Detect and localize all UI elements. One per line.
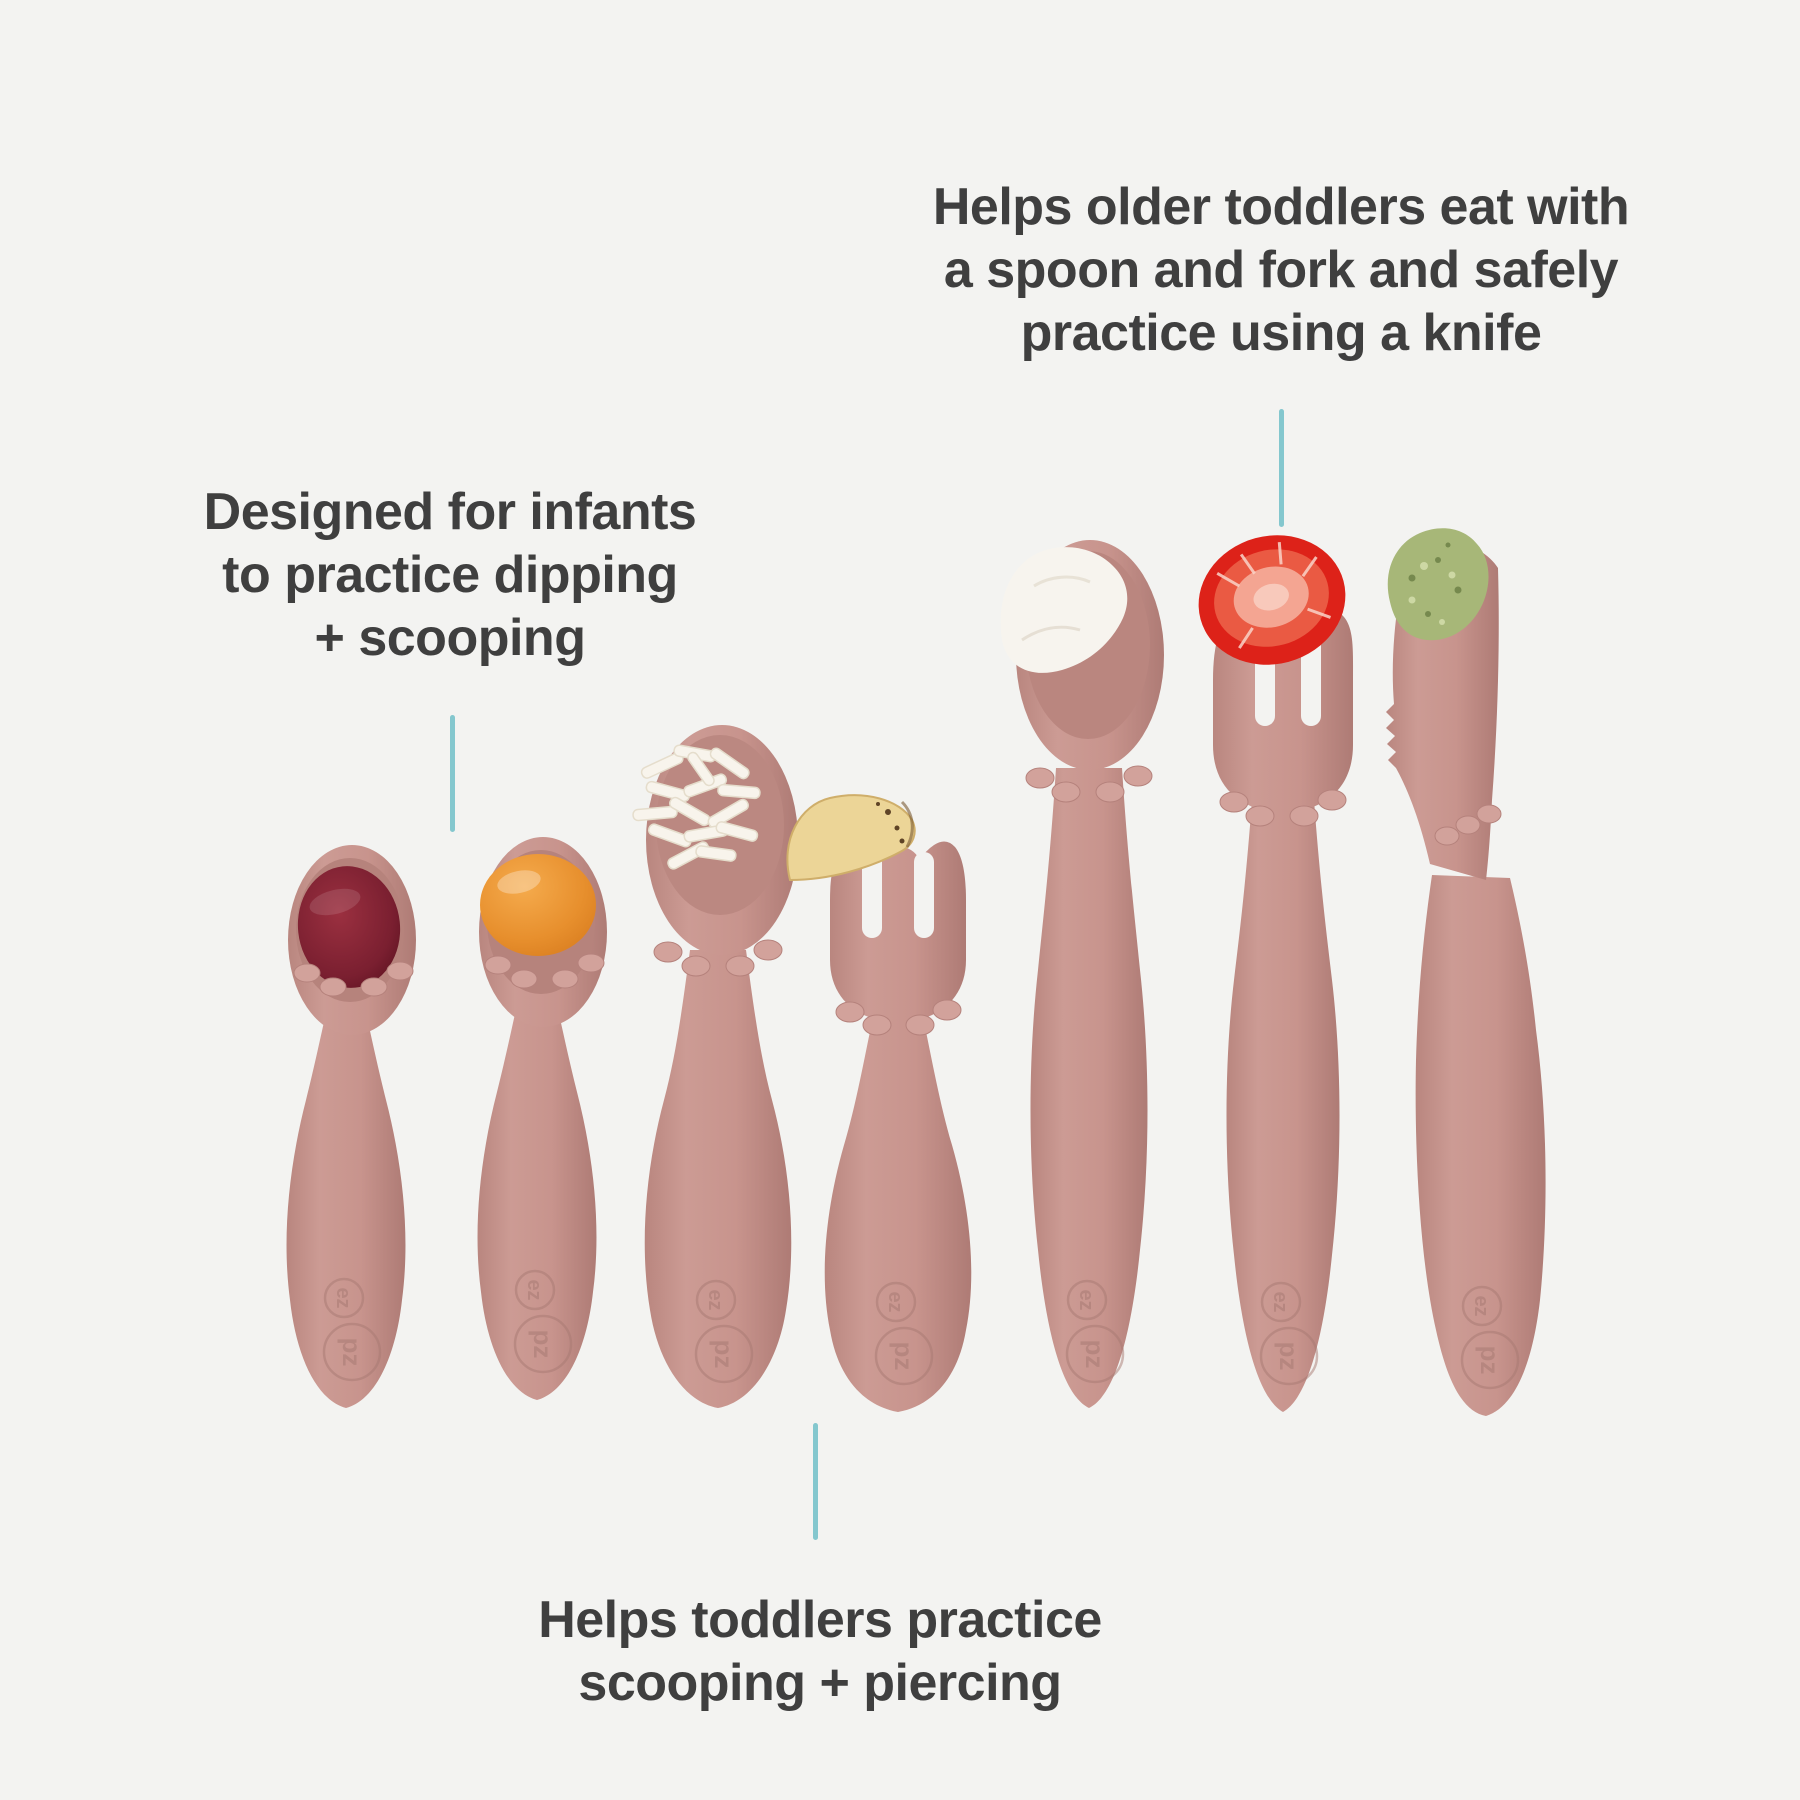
sensory-bumps bbox=[484, 953, 605, 989]
spoon-handle bbox=[286, 995, 406, 1408]
annotation-line: to practice dipping bbox=[222, 546, 678, 604]
orange-gloss bbox=[497, 870, 541, 894]
sensory-bumps bbox=[835, 999, 962, 1036]
annotation-toddler: Helps toddlers practice scooping + pierc… bbox=[538, 1589, 1102, 1715]
ezpz-logo bbox=[322, 1277, 382, 1382]
annotation-line: a spoon and fork and safely bbox=[943, 241, 1619, 299]
utensil-mini-spoon: ez pz bbox=[632, 725, 798, 1408]
knife-handle bbox=[1415, 875, 1546, 1416]
ezpz-logo-text: ez pz bbox=[1269, 1291, 1304, 1370]
ezpz-logo bbox=[513, 1269, 573, 1374]
svg-text:pz: pz bbox=[528, 1330, 558, 1359]
food-orange-puree bbox=[480, 854, 596, 956]
annotation-line: scooping + piercing bbox=[578, 1654, 1062, 1712]
svg-text:ez: ez bbox=[884, 1291, 906, 1312]
annotation-infant: Designed for infants to practice dipping… bbox=[204, 481, 697, 670]
annotation-line: Helps toddlers practice bbox=[538, 1591, 1102, 1649]
svg-text:ez: ez bbox=[332, 1287, 354, 1308]
fork-handle bbox=[824, 1012, 972, 1412]
ezpz-logo-text: ez pz bbox=[332, 1287, 367, 1366]
ezpz-logo bbox=[1460, 1285, 1520, 1390]
connector-line-infant bbox=[450, 715, 455, 832]
annotation-line: practice using a knife bbox=[1020, 304, 1542, 362]
svg-text:pz: pz bbox=[709, 1340, 739, 1369]
spoon-handle bbox=[477, 987, 597, 1400]
sensory-bumps bbox=[653, 939, 783, 977]
ezpz-logo-text: ez pz bbox=[523, 1279, 558, 1358]
sensory-bumps bbox=[1025, 765, 1153, 803]
utensil-tiny-spoon-orange: ez pz bbox=[477, 837, 607, 1400]
ezpz-logo-text: ez pz bbox=[1075, 1289, 1110, 1368]
svg-text:pz: pz bbox=[337, 1338, 367, 1367]
ezpz-logo bbox=[1259, 1281, 1319, 1386]
ezpz-logo bbox=[1065, 1279, 1125, 1384]
annotation-line: Designed for infants bbox=[203, 483, 697, 541]
svg-text:pz: pz bbox=[1475, 1346, 1505, 1375]
utensil-knife: ez pz bbox=[1386, 528, 1546, 1416]
ezpz-logo-text: ez pz bbox=[704, 1289, 739, 1368]
utensil-happy-spoon: ez pz bbox=[1000, 540, 1164, 1408]
svg-text:pz: pz bbox=[889, 1342, 919, 1371]
food-banana-piece bbox=[786, 794, 916, 882]
food-shredded-coconut bbox=[632, 744, 761, 870]
ezpz-logo-text: ez pz bbox=[1470, 1295, 1505, 1374]
svg-text:pz: pz bbox=[1080, 1340, 1110, 1369]
sensory-bumps bbox=[293, 961, 414, 997]
svg-text:ez: ez bbox=[1269, 1291, 1291, 1312]
food-strawberry-half bbox=[1198, 535, 1346, 665]
annotation-older-toddler: Helps older toddlers eat with a spoon an… bbox=[932, 176, 1630, 365]
sensory-bumps bbox=[1434, 804, 1502, 846]
svg-text:pz: pz bbox=[1274, 1342, 1304, 1371]
berry-gloss bbox=[309, 888, 361, 916]
fork-handle bbox=[1226, 800, 1340, 1412]
annotation-line: Helps older toddlers eat with bbox=[932, 178, 1630, 236]
food-berry-puree bbox=[297, 866, 401, 988]
ezpz-logo bbox=[874, 1281, 934, 1386]
svg-text:ez: ez bbox=[704, 1289, 726, 1310]
food-avocado-spread bbox=[1387, 528, 1489, 641]
sensory-bumps bbox=[1219, 789, 1347, 827]
svg-text:ez: ez bbox=[1075, 1289, 1097, 1310]
utensil-happy-fork: ez pz bbox=[1198, 535, 1354, 1412]
spoon-handle bbox=[644, 950, 792, 1408]
connector-line-toddler bbox=[813, 1423, 818, 1540]
ezpz-logo-text: ez pz bbox=[884, 1291, 919, 1370]
spoon-handle bbox=[1030, 768, 1148, 1408]
food-yogurt bbox=[1000, 547, 1128, 673]
utensil-tiny-spoon-berry: ez pz bbox=[286, 845, 416, 1408]
ezpz-logo bbox=[694, 1279, 754, 1384]
annotation-line: + scooping bbox=[314, 609, 586, 667]
svg-text:ez: ez bbox=[1470, 1295, 1492, 1316]
utensil-mini-fork: ez pz bbox=[786, 794, 972, 1412]
svg-text:ez: ez bbox=[523, 1279, 545, 1300]
connector-line-older-toddler bbox=[1279, 409, 1284, 527]
fork-slots bbox=[862, 852, 934, 938]
